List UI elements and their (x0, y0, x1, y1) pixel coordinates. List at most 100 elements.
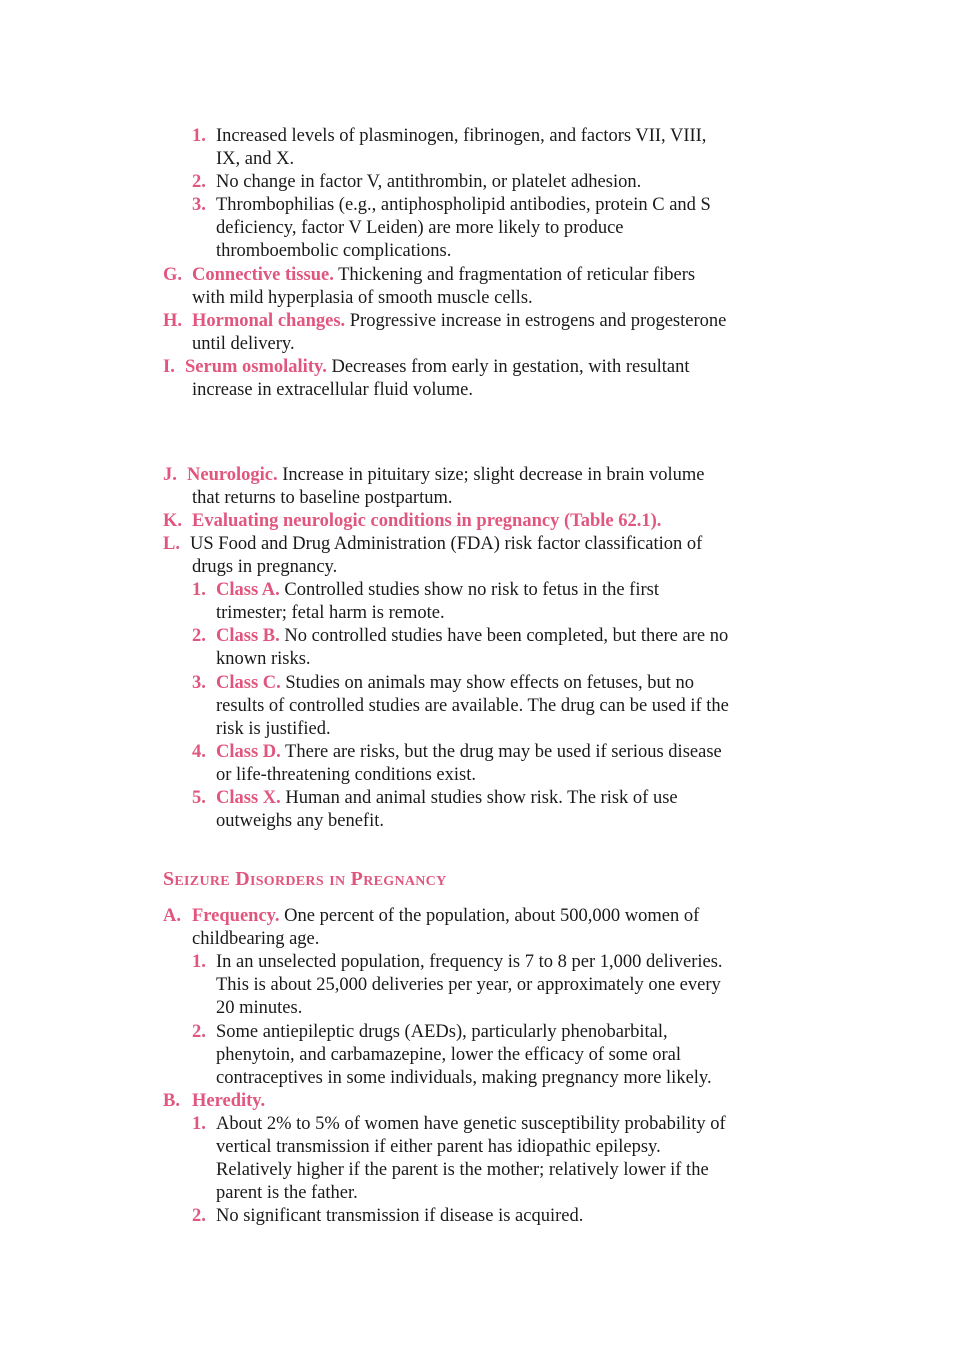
list-item-line: Class D. There are risks, but the drug m… (216, 741, 722, 764)
list-marker: 5. (192, 788, 206, 808)
list-item-text: Controlled studies show no risk to fetus… (279, 580, 659, 600)
list-item-line: thromboembolic complications. (216, 240, 451, 263)
list-item-text: increase in extracellular fluid volume. (192, 380, 473, 400)
list-item-text: There are risks, but the drug may be use… (280, 742, 722, 762)
list-item-line: About 2% to 5% of women have genetic sus… (216, 1113, 726, 1136)
list-marker: K. (163, 511, 183, 531)
list-item-text: until delivery. (192, 334, 295, 354)
list-item-line: IX, and X. (216, 148, 294, 171)
list-item-text: No change in factor V, antithrombin, or … (216, 172, 642, 192)
list-marker: 3. (192, 673, 206, 693)
list-item-text: results of controlled studies are availa… (216, 696, 729, 716)
list-item-text: Increase in pituitary size; slight decre… (277, 465, 705, 485)
list-item-line: Frequency. One percent of the population… (192, 905, 699, 928)
list-marker: J. (163, 465, 177, 485)
list-item-line: Relatively higher if the parent is the m… (216, 1159, 709, 1182)
list-item-line: US Food and Drug Administration (FDA) ri… (190, 533, 702, 556)
list-marker: 1. (192, 126, 206, 146)
list-item-line: results of controlled studies are availa… (216, 695, 729, 718)
list-item-line: Hormonal changes. Progressive increase i… (192, 310, 726, 333)
list-item-text: phenytoin, and carbamazepine, lower the … (216, 1045, 682, 1065)
list-item-text: known risks. (216, 649, 311, 669)
list-item-line: In an unselected population, frequency i… (216, 951, 723, 974)
list-item-text: US Food and Drug Administration (FDA) ri… (190, 534, 703, 554)
list-marker: A. (163, 906, 181, 926)
list-item-line: Class C. Studies on animals may show eff… (216, 672, 694, 695)
list-item-keyword: Class B. (216, 626, 280, 646)
list-item-line: Serum osmolality. Decreases from early i… (185, 356, 690, 379)
list-item-text: Thickening and fragmentation of reticula… (333, 265, 696, 285)
list-item-text: Studies on animals may show effects on f… (280, 673, 695, 693)
list-item-text: vertical transmission if either parent h… (216, 1137, 661, 1157)
list-item-line: outweighs any benefit. (216, 810, 384, 833)
list-item-line: vertical transmission if either parent h… (216, 1136, 661, 1159)
list-item-text: outweighs any benefit. (216, 811, 384, 831)
list-marker: 4. (192, 742, 206, 762)
list-item-line: deficiency, factor V Leiden) are more li… (216, 217, 624, 240)
list-item-text: deficiency, factor V Leiden) are more li… (216, 218, 624, 238)
list-item-keyword: Class X. (216, 788, 281, 808)
section-heading: Seizure Disorders in Pregnancy (163, 868, 447, 890)
list-item-text: trimester; fetal harm is remote. (216, 603, 445, 623)
list-item-line: or life-threatening conditions exist. (216, 764, 476, 787)
list-item-keyword: Evaluating neurologic conditions in preg… (192, 511, 662, 531)
list-item-line: parent is the father. (216, 1182, 358, 1205)
list-item-line: drugs in pregnancy. (192, 556, 337, 579)
list-item-text: About 2% to 5% of women have genetic sus… (216, 1114, 726, 1134)
list-marker: B. (163, 1091, 180, 1111)
list-item-keyword: Class C. (216, 673, 281, 693)
list-item-text: thromboembolic complications. (216, 241, 452, 261)
list-item-keyword: Connective tissue. (192, 265, 334, 285)
list-marker: 2. (192, 1022, 206, 1042)
list-item-line: Some antiepileptic drugs (AEDs), particu… (216, 1021, 668, 1044)
list-item-text: parent is the father. (216, 1183, 358, 1203)
list-item-text: risk is justified. (216, 719, 331, 739)
list-item-text: Progressive increase in estrogens and pr… (345, 311, 727, 331)
list-item-text: with mild hyperplasia of smooth muscle c… (192, 288, 533, 308)
list-marker: I. (163, 357, 175, 377)
list-item-keyword: Heredity. (192, 1091, 266, 1111)
list-item-line: childbearing age. (192, 928, 319, 951)
list-item-text: or life-threatening conditions exist. (216, 765, 476, 785)
list-item-line: Neurologic. Increase in pituitary size; … (187, 464, 705, 487)
list-item-text: No controlled studies have been complete… (279, 626, 729, 646)
list-item-line: Thrombophilias (e.g., antiphospholipid a… (216, 194, 711, 217)
list-item-keyword: Class A. (216, 580, 280, 600)
list-marker: 1. (192, 1114, 206, 1134)
list-marker: 3. (192, 195, 206, 215)
list-item-line: that returns to baseline postpartum. (192, 487, 452, 510)
list-item-keyword: Neurologic. (187, 465, 278, 485)
list-item-line: trimester; fetal harm is remote. (216, 602, 445, 625)
list-item-line: risk is justified. (216, 718, 331, 741)
list-item-line: known risks. (216, 648, 311, 671)
list-item-text: Increased levels of plasminogen, fibrino… (216, 126, 707, 146)
list-marker: L. (163, 534, 180, 554)
list-item-line: No significant transmission if disease i… (216, 1205, 583, 1228)
list-item-text: Human and animal studies show risk. The … (280, 788, 678, 808)
list-item-line: Evaluating neurologic conditions in preg… (192, 510, 661, 533)
list-marker: G. (163, 265, 183, 285)
list-item-text: drugs in pregnancy. (192, 557, 338, 577)
list-item-line: Class X. Human and animal studies show r… (216, 787, 678, 810)
list-item-line: Class A. Controlled studies show no risk… (216, 579, 659, 602)
list-item-text: childbearing age. (192, 929, 320, 949)
list-item-text: IX, and X. (216, 149, 295, 169)
list-item-text: One percent of the population, about 500… (279, 906, 700, 926)
list-marker: 2. (192, 172, 206, 192)
list-item-text: Some antiepileptic drugs (AEDs), particu… (216, 1022, 668, 1042)
list-item-keyword: Hormonal changes. (192, 311, 346, 331)
list-item-line: phenytoin, and carbamazepine, lower the … (216, 1044, 681, 1067)
list-marker: 2. (192, 1206, 206, 1226)
list-item-line: until delivery. (192, 333, 295, 356)
list-item-text: In an unselected population, frequency i… (216, 952, 723, 972)
list-item-line: 20 minutes. (216, 997, 302, 1020)
list-item-text: Thrombophilias (e.g., antiphospholipid a… (216, 195, 711, 215)
list-item-line: Connective tissue. Thickening and fragme… (192, 264, 695, 287)
list-item-line: with mild hyperplasia of smooth muscle c… (192, 287, 533, 310)
list-item-keyword: Class D. (216, 742, 281, 762)
list-item-line: Increased levels of plasminogen, fibrino… (216, 125, 706, 148)
list-marker: H. (163, 311, 183, 331)
list-item-text: that returns to baseline postpartum. (192, 488, 453, 508)
list-item-text: Decreases from early in gestation, with … (326, 357, 690, 377)
